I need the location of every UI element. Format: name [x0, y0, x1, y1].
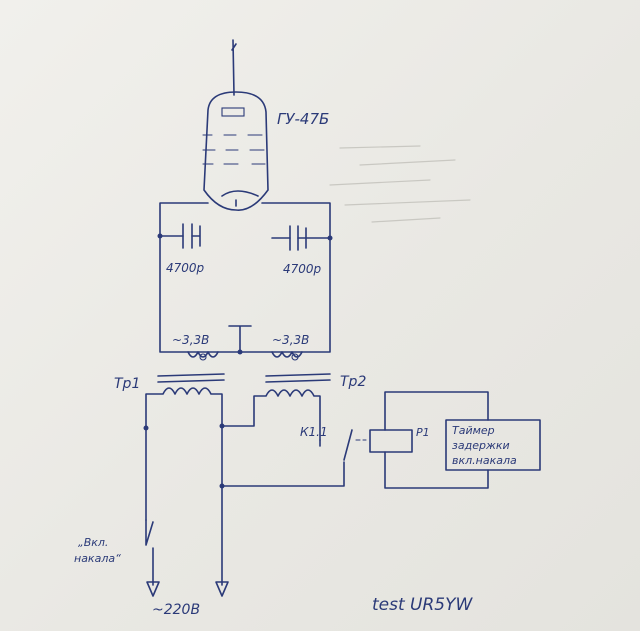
timer-line-2: задержки: [452, 439, 510, 452]
vacuum-tube: [202, 39, 269, 211]
relay-timer: [369, 391, 541, 489]
tube-label: ГУ-47Б: [277, 110, 329, 128]
timer-line-1: Таймер: [452, 424, 495, 437]
timer-line-3: вкл.накала: [452, 454, 517, 467]
switch-label-line1: „Вкл.: [78, 536, 108, 549]
relay-label: Р1: [416, 426, 430, 439]
cap-left-label: 4700р: [166, 261, 205, 275]
cap-right-label: 4700р: [283, 262, 322, 276]
transformer-right-label: Тр2: [340, 374, 366, 390]
switch-label-line2: накала“: [74, 552, 121, 565]
mains-label: ~220В: [152, 602, 200, 618]
relay-contact-label: К1.1: [300, 425, 328, 439]
winding-left-label: ~3,3В: [172, 333, 209, 347]
mains-wiring: [143, 423, 367, 597]
ghost-marks: [329, 145, 471, 223]
winding-right-label: ~3,3В: [272, 333, 309, 347]
transformers: [145, 373, 331, 441]
filament-circuit: [157, 202, 333, 361]
transformer-left-label: Тр1: [114, 376, 140, 392]
signature: test UR5YW: [372, 595, 474, 615]
